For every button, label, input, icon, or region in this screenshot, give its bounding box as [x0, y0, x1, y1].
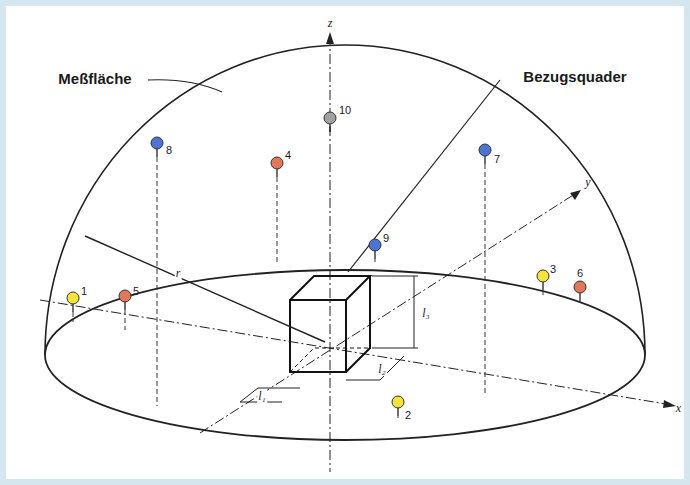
- label-anchor: l₂: [377, 359, 387, 377]
- microphone-position: [369, 239, 381, 262]
- dimension-line: [414, 276, 415, 348]
- microphone-dot: [537, 270, 549, 282]
- microphone-position: [151, 137, 163, 406]
- label-anchor: l₁: [257, 386, 267, 404]
- microphone-dot: [479, 144, 491, 156]
- reference-box: [290, 276, 370, 372]
- leader-line: [348, 80, 500, 272]
- label-anchor: 10: [338, 100, 352, 118]
- dimension-line: [240, 388, 258, 402]
- label-anchor: Bezugsquader: [523, 68, 626, 86]
- callout-number: 7: [493, 153, 501, 165]
- box-label: Bezugsquader: [523, 68, 626, 85]
- drawing-ground: Meßfläche Bezugsquader z y x 1 2 3 4 5 6 7 8 9 10 r l₁ l₂…: [6, 6, 684, 479]
- callout-number: 5: [132, 285, 140, 297]
- label-anchor: 1: [80, 281, 88, 299]
- illustration-group: [40, 32, 676, 472]
- microphone-dot: [392, 396, 404, 408]
- axis-arrowhead: [663, 400, 676, 408]
- microphone-position: [119, 290, 131, 330]
- label-anchor: 2: [404, 405, 412, 423]
- microphone-dot: [119, 290, 131, 302]
- projection-line: [580, 301, 581, 302]
- microphone-position: [574, 281, 586, 302]
- label-anchor: x: [676, 398, 681, 416]
- label-anchor: 9: [382, 228, 390, 246]
- microphone-position: [67, 292, 79, 322]
- dimension-line: [372, 276, 418, 277]
- axis-label: x: [676, 401, 681, 415]
- projection-line: [543, 290, 544, 296]
- dimension-line: [372, 348, 418, 349]
- label-anchor: l₃: [421, 303, 431, 321]
- callout-number: 8: [165, 144, 173, 156]
- callout-number: 2: [404, 409, 412, 421]
- callout-number: 6: [576, 267, 584, 279]
- leader-line: [148, 80, 222, 92]
- microphone-dot: [271, 157, 283, 169]
- dimension-label: l₂: [377, 362, 387, 376]
- label-anchor: Meßfläche: [58, 70, 131, 88]
- dimension-label: l₁: [257, 389, 267, 403]
- microphone-dot: [67, 292, 79, 304]
- microphone-dot: [369, 239, 381, 251]
- label-anchor: 8: [165, 140, 173, 158]
- label-anchor: 5: [132, 281, 140, 299]
- callout-number: 10: [338, 104, 352, 116]
- surface-label: Meßfläche: [58, 70, 131, 87]
- label-anchor: 6: [576, 263, 584, 281]
- x-axis: [40, 300, 672, 405]
- label-anchor: 3: [549, 259, 557, 277]
- microphone-position: [271, 157, 283, 262]
- callout-number: 3: [549, 263, 557, 275]
- axis-arrowhead: [570, 190, 581, 200]
- projection-line: [277, 177, 278, 262]
- axis-label: z: [328, 16, 333, 30]
- microphone-dot: [151, 137, 163, 149]
- microphone-position: [479, 144, 491, 396]
- microphone-dot: [574, 281, 586, 293]
- projection-line: [73, 312, 74, 322]
- microphone-position: [537, 270, 549, 296]
- label-anchor: 7: [493, 149, 501, 167]
- label-anchor: r: [175, 263, 182, 281]
- dimension-label: l₃: [421, 306, 431, 320]
- microphone-dot: [324, 112, 336, 124]
- dimension-line: [346, 380, 380, 381]
- microphone-position: [324, 112, 336, 132]
- projection-line: [157, 157, 158, 406]
- base-ellipse: [45, 270, 645, 440]
- axis-arrowhead: [326, 32, 334, 44]
- label-anchor: z: [328, 13, 333, 31]
- label-anchor: y: [585, 172, 590, 190]
- axis-label: y: [585, 175, 590, 189]
- radius-label: r: [175, 266, 182, 280]
- projection-line: [398, 416, 399, 418]
- microphone-position: [392, 396, 404, 418]
- projection-line: [375, 259, 376, 262]
- reference-box: [290, 300, 346, 372]
- projection-line: [125, 310, 126, 330]
- z-axis: [330, 36, 331, 472]
- callout-number: 1: [80, 285, 88, 297]
- projection-line: [485, 164, 486, 396]
- radius-line: [85, 236, 325, 342]
- label-anchor: 4: [284, 145, 292, 163]
- callout-number: 9: [382, 232, 390, 244]
- callout-number: 4: [284, 149, 292, 161]
- reference-box-hidden-edge: [290, 348, 370, 372]
